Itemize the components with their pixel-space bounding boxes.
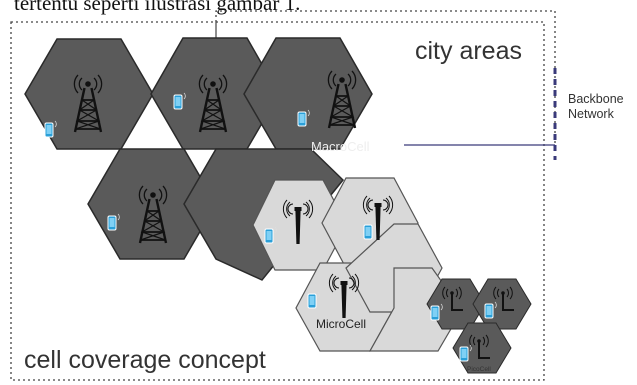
picocell-label: PicoCell xyxy=(467,366,491,373)
cropped-caption-text: tertentu seperti ilustrasi gambar 1. xyxy=(14,0,301,15)
cell-coverage-boundary xyxy=(10,21,545,381)
backbone-label-line-2: Network xyxy=(568,107,614,121)
backbone-label-line-1: Backbone xyxy=(568,92,624,106)
cell-coverage-concept-label: cell coverage concept xyxy=(24,346,266,374)
macrocell-3 xyxy=(243,37,373,150)
backbone-dotted-path xyxy=(215,10,556,145)
city-areas-label: city areas xyxy=(415,37,522,65)
macrocell-4 xyxy=(87,148,217,260)
backbone-network-label: Backbone Network xyxy=(568,92,624,122)
microcell-label: MicroCell xyxy=(316,317,367,331)
macrocell-label: MacroCell xyxy=(311,139,370,154)
macrocell-1 xyxy=(24,38,154,150)
